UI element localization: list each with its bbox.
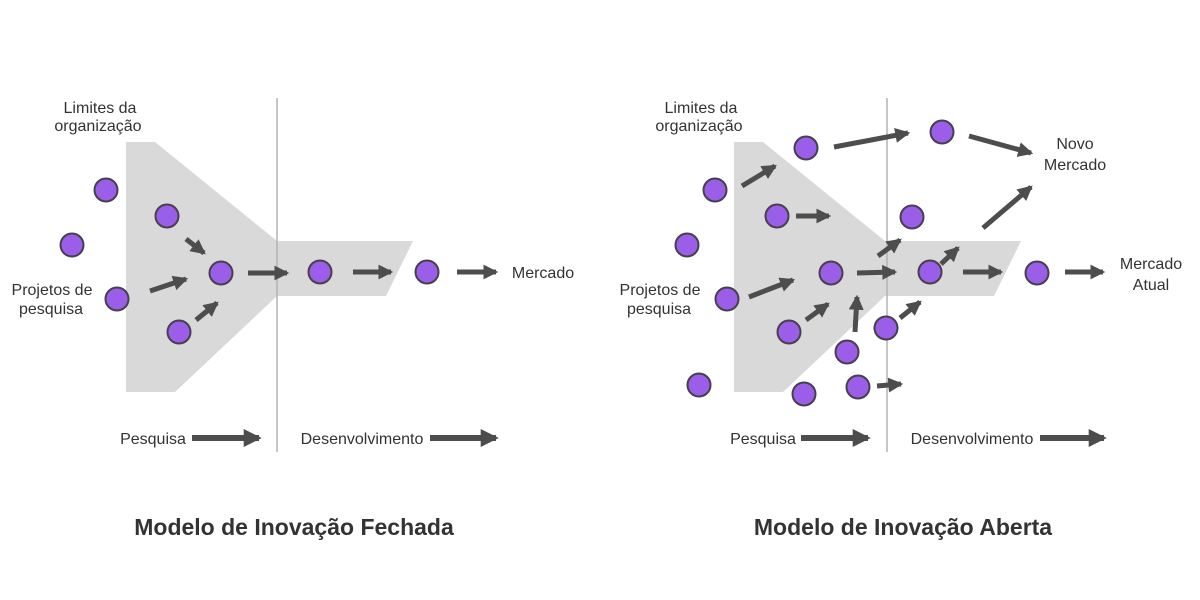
research-phase-label: Pesquisa (730, 431, 796, 448)
flow-arrow-icon (804, 301, 830, 323)
market-label: Mercado (512, 265, 574, 282)
project-dot (791, 381, 817, 407)
current-market-label-line2: Atual (1133, 277, 1169, 294)
research-projects-label-line2: pesquisa (627, 301, 691, 318)
flow-arrow-icon (876, 237, 902, 259)
flow-arrow-icon (876, 377, 904, 393)
project-dot (899, 204, 925, 230)
project-dot (917, 259, 943, 285)
project-dot (873, 315, 899, 341)
research-phase-label: Pesquisa (120, 431, 186, 448)
project-dot (702, 177, 728, 203)
project-dot (414, 259, 440, 285)
org-boundary-label-line2: organização (54, 118, 141, 135)
project-dot (686, 372, 712, 398)
research-projects-label-line1: Projetos de (12, 282, 93, 299)
project-dot (674, 232, 700, 258)
flow-arrow-icon (833, 128, 911, 150)
project-dot (764, 203, 790, 229)
project-dot (208, 260, 234, 286)
flow-arrow-icon (856, 264, 898, 280)
flow-arrow-icon (848, 294, 864, 333)
research-projects-label-line1: Projetos de (620, 282, 701, 299)
flow-arrow-icon (968, 133, 1034, 157)
flow-arrow-icon (898, 300, 922, 320)
flow-arrow-icon (939, 246, 960, 266)
flow-arrow-icon (194, 301, 219, 322)
research-projects-label-line2: pesquisa (19, 301, 83, 318)
project-dot (929, 119, 955, 145)
flow-arrow-icon (981, 185, 1033, 230)
current-market-label-line1: Mercado (1120, 256, 1182, 273)
diagram-title: Modelo de Inovação Fechada (134, 514, 454, 540)
flow-arrow-icon (740, 163, 777, 189)
open-innovation-funnel-shape (734, 142, 1021, 392)
project-dot (776, 319, 802, 345)
org-boundary-label-line1: Limites da (665, 100, 738, 117)
project-dot (793, 135, 819, 161)
flow-arrow-icon (184, 237, 206, 255)
flow-arrow-icon (748, 277, 796, 300)
org-boundary-label-line2: organização (655, 118, 742, 135)
project-dot (166, 319, 192, 345)
project-dot (154, 203, 180, 229)
flow-arrow-icon (149, 275, 189, 294)
project-dot (307, 259, 333, 285)
diagram-title: Modelo de Inovação Aberta (754, 514, 1052, 540)
project-dot (1024, 260, 1050, 286)
org-boundary-label-line1: Limites da (64, 100, 137, 117)
new-market-label-line2: Mercado (1044, 157, 1106, 174)
project-dot (818, 260, 844, 286)
closed-innovation-funnel-shape (126, 142, 413, 392)
project-dot (845, 374, 871, 400)
development-phase-label: Desenvolvimento (301, 431, 424, 448)
project-dot (59, 232, 85, 258)
development-phase-label: Desenvolvimento (911, 431, 1034, 448)
new-market-label-line1: Novo (1056, 136, 1093, 153)
project-dot (93, 177, 119, 203)
project-dot (104, 286, 130, 312)
project-dot (834, 339, 860, 365)
project-dot (714, 286, 740, 312)
